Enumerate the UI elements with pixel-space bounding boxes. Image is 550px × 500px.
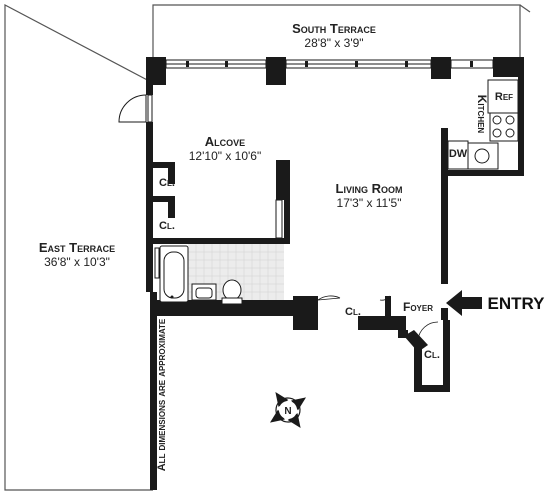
closet-label-3: Cl. <box>345 306 361 318</box>
terrace-outline <box>4 4 531 491</box>
foyer-name: Foyer <box>403 300 433 314</box>
south-terrace-dims: 28'8" x 3'9" <box>304 36 363 50</box>
window-mullions <box>186 61 473 67</box>
east-terrace-name: East Terrace <box>39 240 115 255</box>
closet-label-4: Cl. <box>424 349 440 361</box>
entry-label: ENTRY <box>488 294 546 313</box>
dw-label: DW <box>449 148 468 160</box>
south-terrace-name: South Terrace <box>292 21 376 36</box>
bathroom <box>159 244 284 305</box>
terrace-door <box>118 94 147 123</box>
ref-label: Ref <box>495 91 513 103</box>
kitchen-name: Kitchen <box>475 95 489 134</box>
east-terrace-dims: 36'8" x 10'3" <box>44 255 110 269</box>
entry-arrow <box>446 290 482 316</box>
alcove-name: Alcove <box>205 134 245 149</box>
compass-icon <box>269 391 307 429</box>
closet-label-2: Cl. <box>159 220 175 232</box>
living-room-name: Living Room <box>336 181 403 196</box>
closet-label-1: Cl. <box>159 177 175 189</box>
walls <box>146 57 524 490</box>
living-room-dims: 17'3" x 11'5" <box>337 196 402 210</box>
door-swings <box>317 295 439 341</box>
kitchen-fixtures <box>447 79 519 170</box>
compass-north-label: N <box>284 406 291 417</box>
dimensions-note: All dimensions are approximate <box>156 318 168 471</box>
alcove-dims: 12'10" x 10'6" <box>189 149 262 163</box>
